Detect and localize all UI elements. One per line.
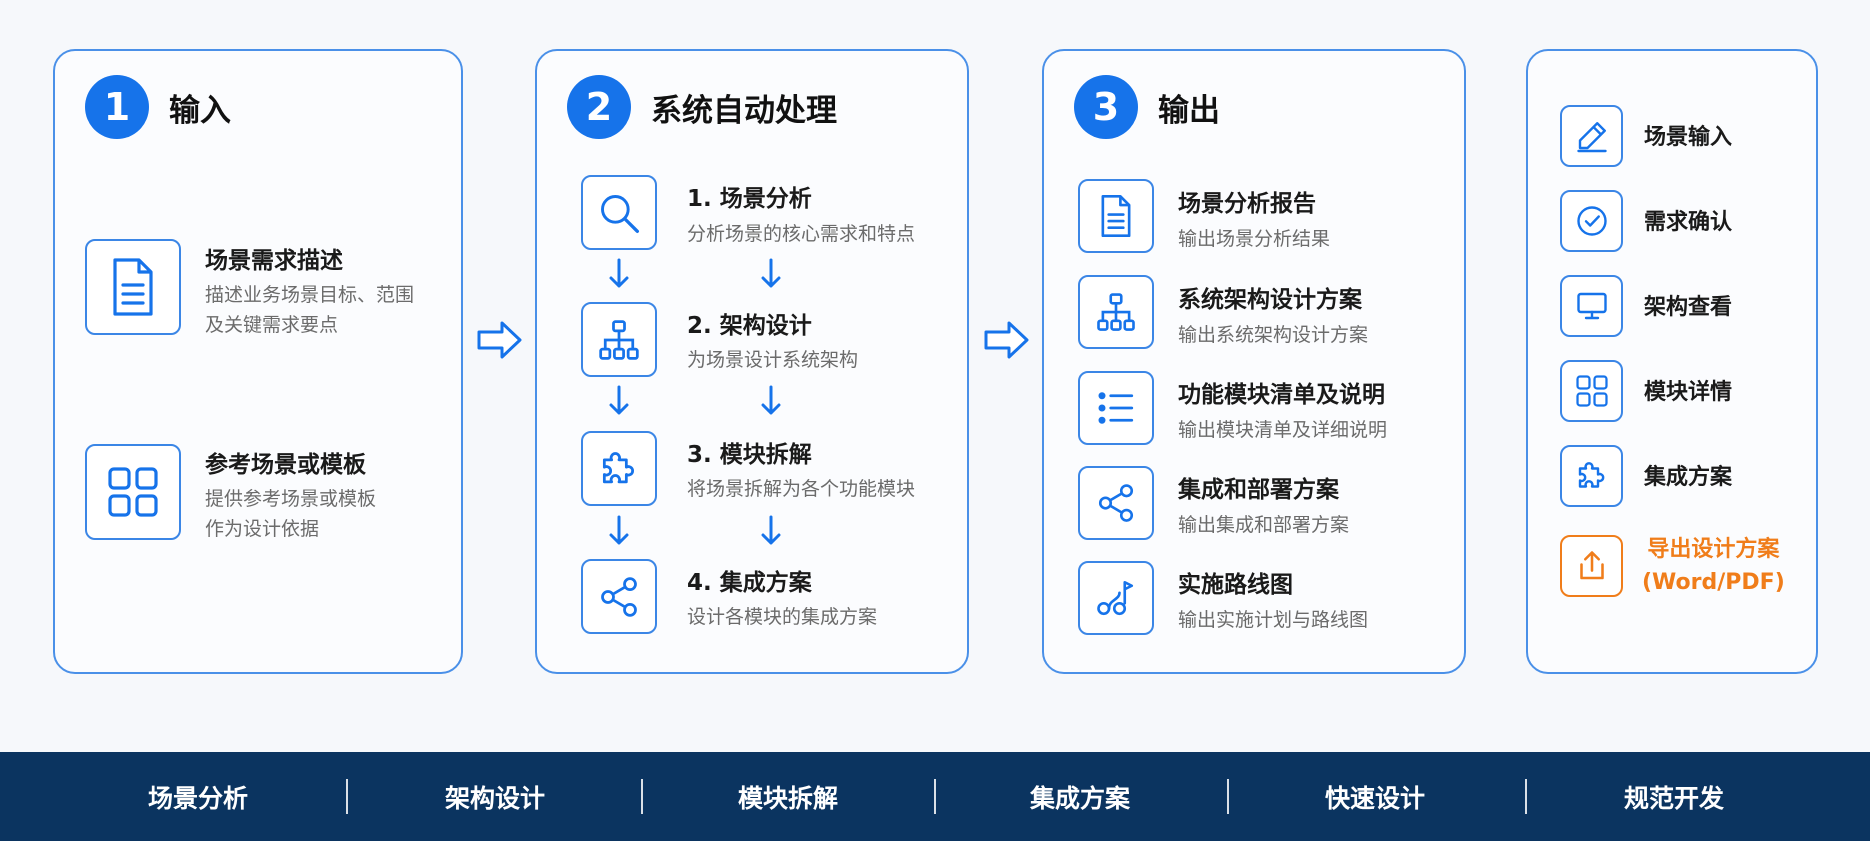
bottom-bar-divider	[1525, 779, 1527, 814]
output-title: 系统架构设计方案	[1178, 287, 1362, 313]
process-step-desc: 为场景设计系统架构	[687, 349, 859, 371]
list-icon	[1078, 371, 1154, 445]
down-arrow-icon	[761, 515, 781, 545]
bottom-bar-divider	[641, 779, 643, 814]
hierarchy-icon	[581, 302, 657, 377]
down-arrow-icon	[761, 385, 781, 415]
search-icon	[581, 175, 657, 250]
process-step-title: 3. 模块拆解	[687, 442, 812, 468]
stage-title: 系统自动处理	[651, 92, 837, 129]
action-label[interactable]: 架构查看	[1644, 295, 1733, 320]
bottom-bar-item: 规范开发	[1623, 783, 1724, 813]
output-desc: 输出实施计划与路线图	[1178, 609, 1369, 631]
bottom-bar-item: 场景分析	[147, 783, 248, 813]
input-panel: 1 输入 场景需求描述 描述业务场景目标、范围 及关键需求要点 参考场景或模板 …	[53, 49, 463, 674]
process-header: 2 系统自动处理	[567, 75, 837, 139]
input-item-title: 场景需求描述	[205, 248, 343, 274]
output-header: 3 输出	[1074, 75, 1220, 139]
export-button-label[interactable]: 导出设计方案 (Word/PDF)	[1642, 533, 1785, 599]
bottom-bar-divider	[1227, 779, 1229, 814]
grid-icon[interactable]	[1560, 360, 1623, 422]
stage-number-badge: 1	[85, 75, 149, 139]
process-step-title: 1. 场景分析	[687, 186, 812, 212]
check-circle-icon[interactable]	[1560, 190, 1623, 252]
process-panel: 2 系统自动处理 1. 场景分析 分析场景的核心需求和特点 2. 架构设计 为场…	[535, 49, 969, 674]
output-desc: 输出场景分析结果	[1178, 228, 1331, 250]
output-desc: 输出系统架构设计方案	[1178, 324, 1369, 346]
export-icon[interactable]	[1560, 535, 1623, 597]
grid-icon	[85, 444, 181, 540]
flow-arrow-icon	[477, 321, 522, 359]
down-arrow-icon	[761, 258, 781, 288]
bottom-bar-item: 集成方案	[1029, 783, 1130, 813]
document-icon	[85, 239, 181, 335]
process-step-desc: 分析场景的核心需求和特点	[687, 223, 916, 245]
bottom-bar-item: 快速设计	[1324, 783, 1425, 813]
down-arrow-icon	[609, 258, 629, 288]
puzzle-icon[interactable]	[1560, 445, 1623, 507]
process-step-title: 4. 集成方案	[687, 570, 812, 596]
bottom-bar-divider	[346, 779, 348, 814]
route-flag-icon	[1078, 561, 1154, 635]
action-label[interactable]: 模块详情	[1644, 380, 1733, 405]
action-label[interactable]: 场景输入	[1644, 125, 1733, 150]
pencil-icon[interactable]	[1560, 105, 1623, 167]
input-header: 1 输入	[85, 75, 231, 139]
hierarchy-icon	[1078, 275, 1154, 349]
flow-arrow-icon	[984, 321, 1029, 359]
document-icon	[1078, 179, 1154, 253]
bottom-feature-bar: 场景分析 架构设计 模块拆解 集成方案 快速设计 规范开发	[0, 752, 1870, 841]
input-item-desc: 提供参考场景或模板 作为设计依据	[205, 484, 376, 544]
actions-panel: 场景输入 需求确认 架构查看 模块详情 集成方案 导出设计方案 (Word/PD…	[1526, 49, 1818, 674]
bottom-bar-divider	[934, 779, 936, 814]
output-panel: 3 输出 场景分析报告 输出场景分析结果 系统架构设计方案 输出系统架构设计方案…	[1042, 49, 1466, 674]
stage-number-badge: 3	[1074, 75, 1138, 139]
bottom-bar-item: 模块拆解	[737, 783, 838, 813]
stage-title: 输出	[1158, 92, 1220, 129]
output-title: 功能模块清单及说明	[1178, 382, 1385, 408]
desc-line: 及关键需求要点	[205, 314, 339, 336]
export-label-line: 导出设计方案	[1647, 537, 1780, 562]
export-format-label: (Word/PDF)	[1642, 570, 1785, 595]
process-step-desc: 将场景拆解为各个功能模块	[687, 478, 916, 500]
bottom-bar-item: 架构设计	[444, 783, 545, 813]
down-arrow-icon	[609, 385, 629, 415]
process-step-title: 2. 架构设计	[687, 313, 812, 339]
output-title: 实施路线图	[1178, 572, 1293, 598]
desc-line: 作为设计依据	[205, 518, 320, 540]
input-item-title: 参考场景或模板	[205, 452, 366, 478]
share-icon	[581, 559, 657, 634]
output-desc: 输出集成和部署方案	[1178, 514, 1350, 536]
desc-line: 描述业务场景目标、范围	[205, 284, 415, 306]
process-step-desc: 设计各模块的集成方案	[687, 606, 878, 628]
action-label[interactable]: 集成方案	[1644, 465, 1733, 490]
input-item-desc: 描述业务场景目标、范围 及关键需求要点	[205, 280, 414, 340]
monitor-icon[interactable]	[1560, 275, 1623, 337]
action-label[interactable]: 需求确认	[1644, 210, 1733, 235]
output-title: 场景分析报告	[1178, 191, 1316, 217]
output-desc: 输出模块清单及详细说明	[1178, 419, 1388, 441]
desc-line: 提供参考场景或模板	[205, 488, 377, 510]
share-icon	[1078, 466, 1154, 540]
puzzle-icon	[581, 431, 657, 506]
stage-title: 输入	[169, 92, 231, 129]
stage-number-badge: 2	[567, 75, 631, 139]
output-title: 集成和部署方案	[1178, 477, 1339, 503]
down-arrow-icon	[609, 515, 629, 545]
